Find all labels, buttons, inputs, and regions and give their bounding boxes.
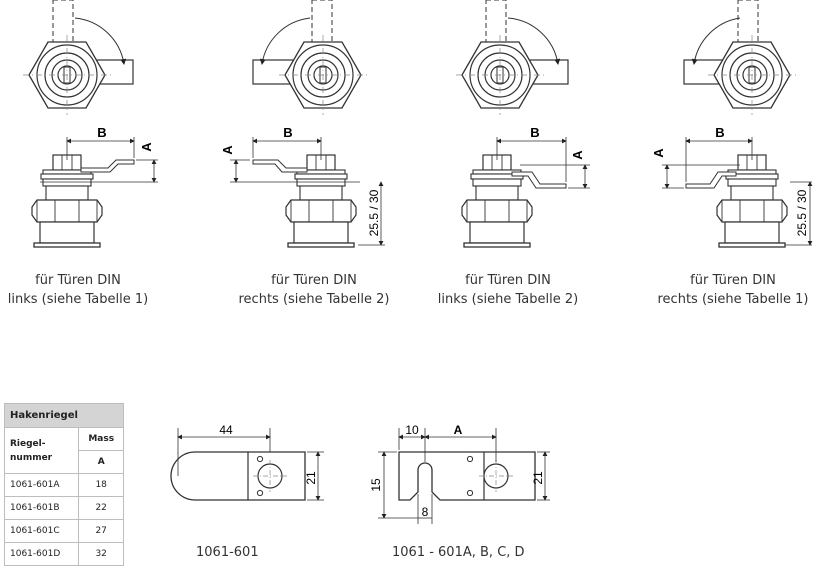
dim-b-2: B xyxy=(283,125,292,140)
cell-part: 1061-601C xyxy=(3,519,80,543)
col-header-part: Riegel- nummer xyxy=(3,427,80,474)
table-row: 1061-601D 32 xyxy=(3,542,124,566)
table-row: 1061-601A 18 xyxy=(3,473,124,497)
bolt-601-drawing xyxy=(170,428,324,501)
cell-part: 1061-601A xyxy=(3,473,80,497)
dim-a-3: A xyxy=(570,150,585,160)
caption-figure-2: für Türen DIN rechts (siehe Tabelle 2) xyxy=(228,271,400,309)
cell-a: 32 xyxy=(78,542,124,566)
cell-a: 27 xyxy=(78,519,124,543)
bolt-601-dim-length: 44 xyxy=(219,423,233,437)
dim-a-1: A xyxy=(139,142,154,152)
caption-figure-4: für Türen DIN rechts (siehe Tabelle 1) xyxy=(650,271,816,309)
cell-a: 22 xyxy=(78,496,124,520)
bolt-601abcd-label: 1061 - 601A, B, C, D xyxy=(392,545,525,560)
caption-figure-1: für Türen DIN links (siehe Tabelle 1) xyxy=(0,271,156,309)
caption-line-1: für Türen DIN xyxy=(35,273,121,288)
sideview-2 xyxy=(230,137,385,248)
table-row: 1061-601C 27 xyxy=(3,519,124,543)
cell-part: 1061-601B xyxy=(3,496,80,520)
dim-b-3: B xyxy=(530,125,539,140)
caption-line-2: links (siehe Tabelle 2) xyxy=(437,292,579,307)
caption-line-1: für Türen DIN xyxy=(690,273,776,288)
dim-height-4: 25.5 / 30 xyxy=(795,189,809,236)
caption-line-1: für Türen DIN xyxy=(465,273,551,288)
bolt-601abcd-dim-height-right: 21 xyxy=(531,471,545,485)
cell-part: 1061-601D xyxy=(3,542,80,566)
topview-1 xyxy=(22,0,134,116)
dim-a-4: A xyxy=(651,148,666,158)
table-title: Hakenriegel xyxy=(4,403,124,428)
dim-a-2: A xyxy=(220,145,235,155)
bolt-601abcd-dim-slot: 8 xyxy=(422,505,429,519)
bolt-601abcd-dim-offset: 10 xyxy=(405,423,419,437)
cell-a: 18 xyxy=(78,473,124,497)
topview-3 xyxy=(455,0,569,116)
caption-line-2: rechts (siehe Tabelle 1) xyxy=(657,292,809,307)
table-row: 1061-601B 22 xyxy=(3,496,124,520)
bolt-601-dim-height: 21 xyxy=(304,471,318,485)
topview-4 xyxy=(683,0,797,116)
bolt-601abcd-drawing xyxy=(378,428,550,524)
dim-b-1: B xyxy=(97,125,106,140)
hakenriegel-table: Hakenriegel Riegel- nummer Mass A 1061-6… xyxy=(3,403,124,566)
col-header-mass: Mass xyxy=(78,427,124,451)
sideview-4 xyxy=(662,137,813,248)
caption-figure-3: für Türen DIN links (siehe Tabelle 2) xyxy=(428,271,588,309)
bolt-601abcd-dim-a: A xyxy=(454,423,463,437)
dim-height-2: 25.5 / 30 xyxy=(367,189,381,236)
dim-b-4: B xyxy=(715,125,724,140)
topview-2 xyxy=(252,0,368,116)
col-header-a: A xyxy=(78,450,124,474)
sideview-1 xyxy=(31,137,158,248)
caption-line-2: links (siehe Tabelle 1) xyxy=(7,292,149,307)
sideview-3 xyxy=(461,137,590,248)
bolt-601-label: 1061-601 xyxy=(196,545,259,560)
bolt-601abcd-dim-height-left: 15 xyxy=(369,478,383,492)
caption-line-2: rechts (siehe Tabelle 2) xyxy=(238,292,390,307)
caption-line-1: für Türen DIN xyxy=(271,273,357,288)
